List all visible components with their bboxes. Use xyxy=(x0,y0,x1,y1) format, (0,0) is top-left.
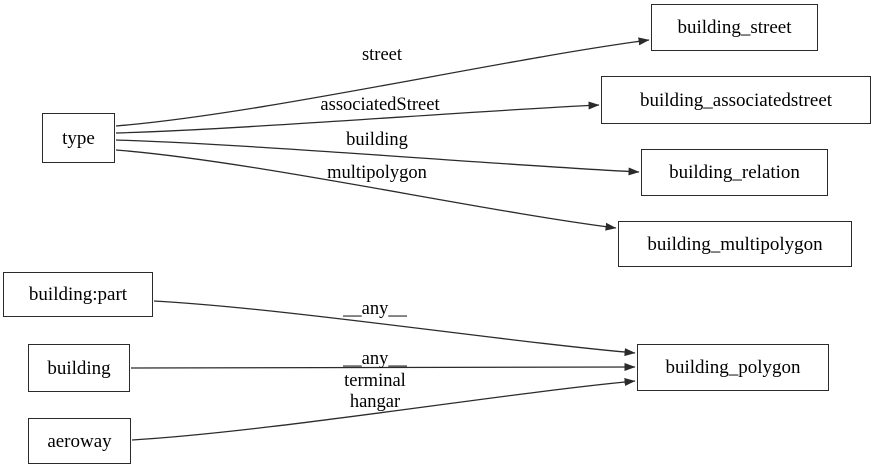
edge-label-multipolygon: multipolygon xyxy=(327,163,427,183)
edge-label-any-building: __any__ xyxy=(343,349,407,369)
node-aeroway[interactable]: aeroway xyxy=(28,418,131,464)
edge-label-any-buildingpart: __any__ xyxy=(343,299,407,319)
node-type[interactable]: type xyxy=(42,113,115,163)
node-building-associatedstreet[interactable]: building_associatedstreet xyxy=(601,76,871,124)
node-label: building_polygon xyxy=(665,357,801,378)
node-label: type xyxy=(62,127,95,149)
node-building[interactable]: building xyxy=(28,344,130,392)
node-label: aeroway xyxy=(47,430,112,452)
node-building-multipolygon[interactable]: building_multipolygon xyxy=(618,221,852,267)
node-label: building_associatedstreet xyxy=(639,89,833,111)
edge-type-multipolygon xyxy=(115,149,617,231)
node-label: building xyxy=(47,357,111,379)
edge-label-terminal: terminal xyxy=(344,371,406,391)
node-label: building_street xyxy=(677,17,792,38)
node-building-part[interactable]: building:part xyxy=(3,272,153,317)
node-label: building_relation xyxy=(669,162,800,183)
edge-label-hangar: hangar xyxy=(349,392,401,412)
edge-label-building: building xyxy=(346,130,408,150)
edge-label-associatedstreet: associatedStreet xyxy=(320,95,440,115)
node-building-relation[interactable]: building_relation xyxy=(641,149,828,196)
node-building-polygon[interactable]: building_polygon xyxy=(637,344,829,391)
edge-label-street: street xyxy=(361,45,403,65)
node-label: building_multipolygon xyxy=(647,233,823,255)
node-label: building:part xyxy=(28,284,128,305)
node-building-street[interactable]: building_street xyxy=(651,4,818,51)
